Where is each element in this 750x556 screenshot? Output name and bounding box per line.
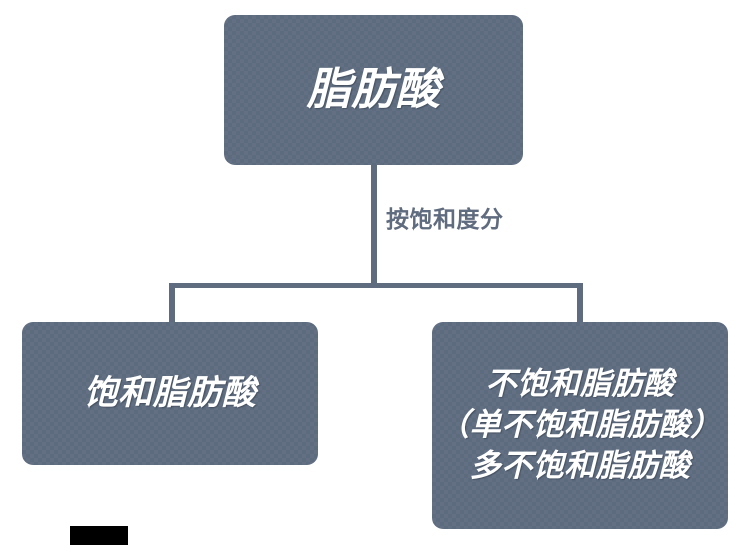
connector-drop-left — [169, 283, 175, 324]
node-saturated-fatty-acids[interactable]: 饱和脂肪酸 — [22, 322, 318, 465]
node-fatty-acids[interactable]: 脂肪酸 — [224, 15, 523, 165]
connector-drop-right — [577, 283, 583, 324]
node-saturated-fatty-acids-label: 饱和脂肪酸 — [83, 373, 257, 414]
connector-horizontal-bar — [169, 283, 583, 288]
node-unsaturated-fatty-acids-label: 不饱和脂肪酸 （单不饱和脂肪酸） 多不饱和脂肪酸 — [438, 366, 722, 484]
connector-root-stem — [371, 165, 377, 287]
branch-label-saturation: 按饱和度分 — [386, 207, 504, 233]
node-fatty-acids-label: 脂肪酸 — [306, 63, 441, 115]
bottom-marker-rectangle — [70, 526, 128, 545]
node-unsaturated-fatty-acids[interactable]: 不饱和脂肪酸 （单不饱和脂肪酸） 多不饱和脂肪酸 — [432, 322, 728, 529]
